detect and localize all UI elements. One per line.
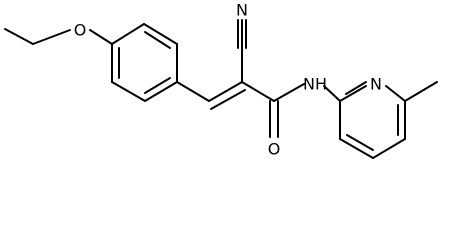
bond-nh-pyridine — [323, 85, 341, 102]
bond-o-ring — [89, 29, 113, 45]
bond-ring-5 — [111, 81, 146, 102]
carbonyl-oxygen-label: O — [268, 140, 281, 159]
bond-pyr-2 — [385, 85, 406, 102]
ether-oxygen-label: O — [74, 21, 87, 40]
bond-methyl — [404, 81, 438, 102]
bond-pyr-1 — [339, 85, 367, 102]
amide-hydrogen-label: H — [315, 75, 327, 94]
nitrile-nitrogen-label: N — [236, 1, 248, 20]
bonds — [4, 19, 438, 159]
bond-carbonyl-nh — [273, 83, 305, 102]
bond-pyr-5 — [339, 138, 374, 159]
bond-pyr-4 — [372, 138, 406, 159]
pyridine-nitrogen-label: N — [370, 75, 382, 94]
bond-ring-2 — [143, 23, 178, 45]
chemical-structure: O N N H O N — [4, 1, 438, 159]
bond-vinyl-double-a — [208, 81, 243, 102]
bond-ring-vinyl — [176, 81, 210, 102]
bond-ring-4 — [144, 81, 178, 102]
bond-ring-inner-1 — [144, 31, 171, 49]
bond-vinyl-double-b — [210, 89, 246, 110]
bond-ring-inner-2 — [144, 77, 171, 94]
amide-nitrogen-label: N — [303, 75, 315, 94]
bond-ethyl-ch3-ch2 — [4, 28, 34, 45]
bond-c-carbonyl — [241, 81, 275, 102]
atom-labels: O N N H O N — [74, 1, 382, 159]
bond-ethyl-ch2-o — [32, 29, 71, 45]
bond-pyr-inner-2 — [346, 134, 374, 151]
bond-ring-1 — [111, 23, 145, 45]
bond-pyr-1-inner — [345, 81, 367, 95]
